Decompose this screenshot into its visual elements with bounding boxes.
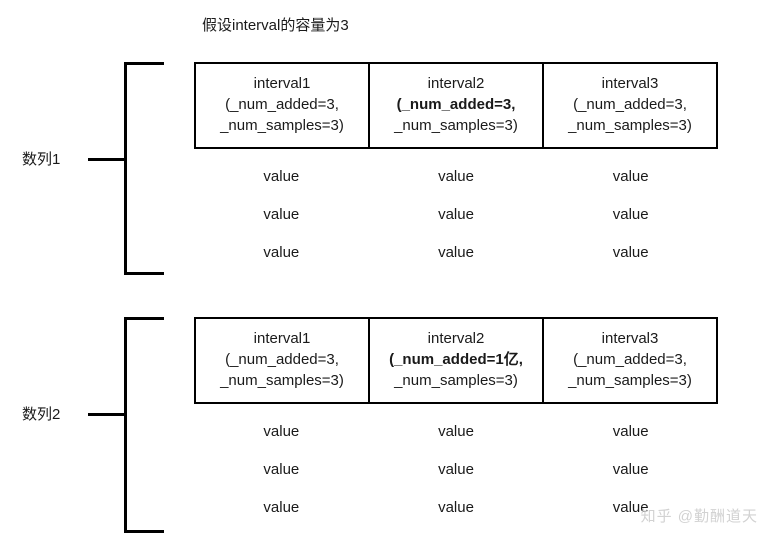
interval-attr-num-samples: _num_samples=3) (568, 372, 692, 389)
interval-name: interval3 (601, 330, 659, 347)
value-cell: value (438, 423, 474, 440)
interval-attr-num-added: (_num_added=3, (573, 351, 687, 368)
interval-cell-2-2: interval2 (_num_added=1亿, _num_samples=3… (370, 319, 544, 402)
interval-attr-num-samples: _num_samples=3) (394, 372, 518, 389)
value-cell: value (438, 168, 474, 185)
interval-attr-num-samples: _num_samples=3) (394, 117, 518, 134)
interval-attrs: (_num_added=3, _num_samples=3) (202, 349, 362, 391)
value-cell: value (263, 244, 300, 261)
interval-attr-num-added: (_num_added=3, (225, 351, 339, 368)
interval-attrs: (_num_added=1亿, _num_samples=3) (376, 349, 536, 391)
interval-cell-2-1: interval1 (_num_added=3, _num_samples=3) (196, 319, 370, 402)
interval-attr-num-added: (_num_added=3, (225, 96, 339, 113)
diagram-title: 假设interval的容量为3 (202, 17, 349, 34)
interval-attrs: (_num_added=3, _num_samples=3) (376, 94, 536, 136)
interval-attr-num-added: (_num_added=3, (396, 96, 516, 113)
value-cell: value (612, 244, 649, 261)
value-cell: value (612, 168, 649, 185)
leader-line-2 (88, 413, 126, 416)
interval-attrs: (_num_added=3, _num_samples=3) (202, 94, 362, 136)
series-bracket-1 (124, 62, 164, 275)
interval-attrs: (_num_added=3, _num_samples=3) (550, 349, 710, 391)
value-cell: value (612, 423, 649, 440)
series-bracket-2 (124, 317, 164, 533)
value-cell: value (263, 499, 300, 516)
value-cell: value (263, 423, 300, 440)
interval-name: interval1 (253, 75, 311, 92)
value-row: value value value (194, 451, 718, 489)
value-cell: value (612, 206, 649, 223)
watermark: 知乎 @勤酬道天 (640, 508, 758, 525)
value-row: value value value (194, 234, 718, 272)
value-row: value value value (194, 413, 718, 451)
value-cell: value (263, 168, 300, 185)
interval-attr-num-samples: _num_samples=3) (220, 117, 344, 134)
interval-attrs: (_num_added=3, _num_samples=3) (550, 94, 710, 136)
value-row: value value value (194, 196, 718, 234)
interval-name: interval2 (427, 330, 485, 347)
interval-attr-num-added: (_num_added=1亿, (389, 351, 523, 368)
value-cell: value (438, 461, 474, 478)
leader-line-1 (88, 158, 126, 161)
interval-cell-2-3: interval3 (_num_added=3, _num_samples=3) (544, 319, 716, 402)
interval-name: interval2 (427, 75, 485, 92)
value-cell: value (438, 499, 474, 516)
value-rows-2: value value value value value value valu… (194, 413, 718, 527)
value-row: value value value (194, 489, 718, 527)
interval-table-1: interval1 (_num_added=3, _num_samples=3)… (194, 62, 718, 149)
value-cell: value (438, 244, 474, 261)
interval-cell-1-3: interval3 (_num_added=3, _num_samples=3) (544, 64, 716, 147)
value-cell: value (612, 499, 649, 516)
value-row: value value value (194, 158, 718, 196)
interval-table-2: interval1 (_num_added=3, _num_samples=3)… (194, 317, 718, 404)
value-cell: value (263, 461, 300, 478)
interval-attr-num-samples: _num_samples=3) (568, 117, 692, 134)
interval-cell-1-2: interval2 (_num_added=3, _num_samples=3) (370, 64, 544, 147)
value-cell: value (438, 206, 474, 223)
value-rows-1: value value value value value value valu… (194, 158, 718, 272)
interval-name: interval3 (601, 75, 659, 92)
value-cell: value (612, 461, 649, 478)
interval-attr-num-added: (_num_added=3, (573, 96, 687, 113)
series-label-1: 数列1 (22, 151, 61, 168)
series-label-2: 数列2 (22, 406, 61, 423)
interval-attr-num-samples: _num_samples=3) (220, 372, 344, 389)
interval-cell-1-1: interval1 (_num_added=3, _num_samples=3) (196, 64, 370, 147)
interval-name: interval1 (253, 330, 311, 347)
value-cell: value (263, 206, 300, 223)
